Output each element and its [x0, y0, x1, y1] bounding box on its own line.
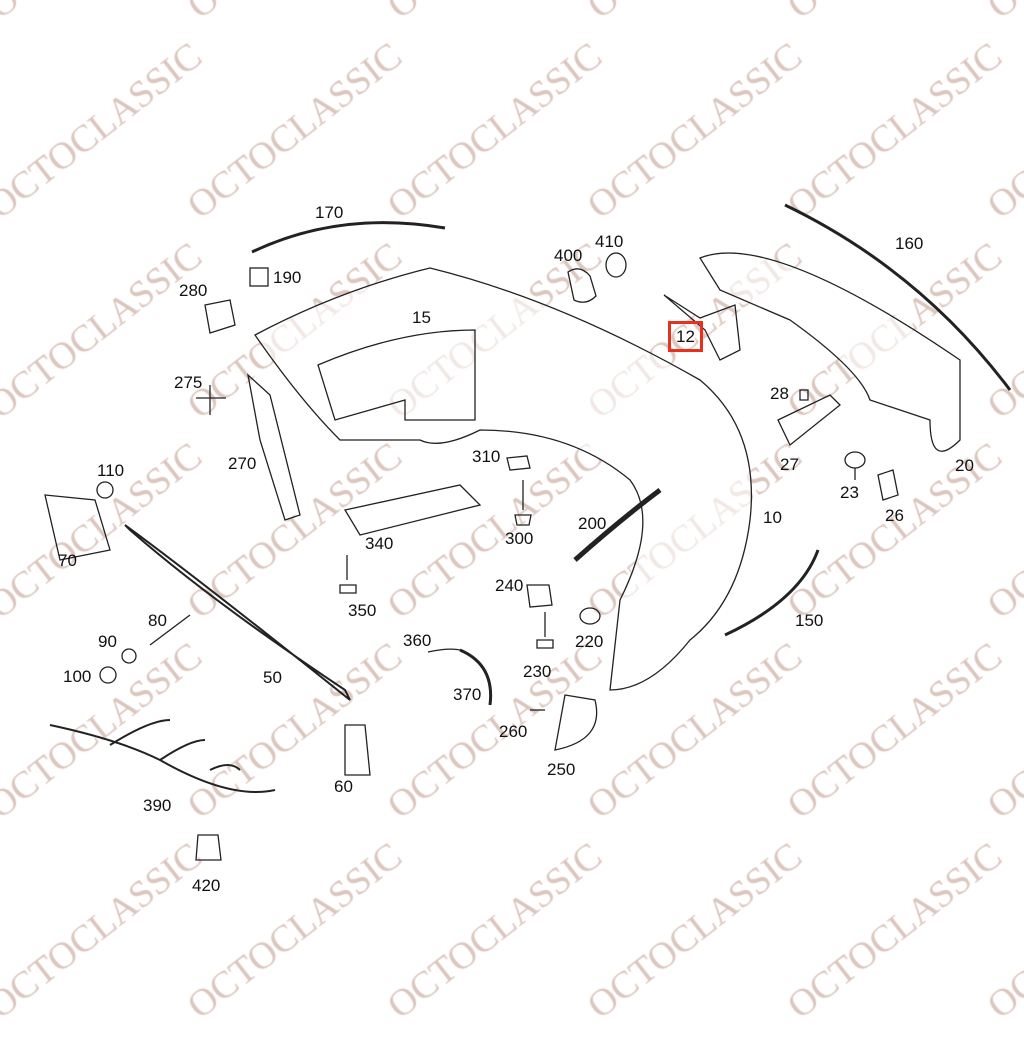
part-250-liner — [554, 694, 598, 751]
part-label-250[interactable]: 250 — [547, 760, 576, 779]
part-410-ring — [605, 252, 627, 278]
part-label-300[interactable]: 300 — [505, 529, 534, 548]
part-label-60[interactable]: 60 — [334, 777, 353, 796]
part-15-bumper-cover — [254, 267, 753, 691]
part-110-nut — [96, 481, 114, 499]
part-label-70[interactable]: 70 — [58, 551, 77, 570]
part-220-nut — [579, 607, 601, 625]
part-label-170[interactable]: 170 — [315, 203, 344, 222]
part-50-absorber — [124, 524, 351, 701]
part-60-bracket — [344, 724, 371, 776]
part-label-90[interactable]: 90 — [98, 632, 117, 651]
part-label-26[interactable]: 26 — [885, 506, 904, 525]
part-label-80[interactable]: 80 — [148, 611, 167, 630]
part-label-27[interactable]: 27 — [780, 455, 799, 474]
part-150-strip — [724, 549, 820, 637]
part-270-bracket — [247, 373, 301, 521]
part-230-bolt — [536, 612, 554, 649]
part-27-bracket — [777, 394, 841, 447]
part-label-28[interactable]: 28 — [770, 384, 789, 403]
part-370-liner — [459, 648, 493, 706]
part-100-nut — [99, 666, 117, 684]
part-15-cutout — [317, 329, 476, 421]
part-label-410[interactable]: 410 — [595, 232, 624, 251]
part-label-160[interactable]: 160 — [895, 234, 924, 253]
part-400-sensor — [567, 268, 597, 303]
part-280-clip — [204, 299, 236, 334]
part-label-340[interactable]: 340 — [365, 534, 394, 553]
part-12-bracket — [663, 294, 741, 361]
part-label-100[interactable]: 100 — [63, 667, 92, 686]
part-label-280[interactable]: 280 — [179, 281, 208, 300]
part-label-220[interactable]: 220 — [575, 632, 604, 651]
part-80-bolt — [149, 614, 191, 646]
part-300-bolt — [514, 480, 532, 526]
part-90-washer — [121, 648, 137, 664]
part-label-400[interactable]: 400 — [554, 246, 583, 265]
part-label-15[interactable]: 15 — [412, 308, 431, 327]
part-170-strip — [251, 221, 446, 254]
part-label-275[interactable]: 275 — [174, 373, 203, 392]
part-200-strip — [573, 488, 662, 562]
part-420-clip — [195, 834, 222, 861]
part-350-bolt — [339, 555, 357, 594]
part-label-370[interactable]: 370 — [453, 685, 482, 704]
part-label-270[interactable]: 270 — [228, 454, 257, 473]
part-label-420[interactable]: 420 — [192, 876, 221, 895]
part-label-190[interactable]: 190 — [273, 268, 302, 287]
part-label-10[interactable]: 10 — [763, 508, 782, 527]
part-70-bracket — [44, 494, 111, 561]
part-160-strip — [784, 203, 1012, 391]
part-28-bolt — [799, 389, 809, 401]
part-190-clip — [249, 267, 269, 287]
part-label-23[interactable]: 23 — [840, 483, 859, 502]
part-26-clip — [877, 469, 899, 501]
part-label-230[interactable]: 230 — [523, 662, 552, 681]
part-23-bolt — [844, 451, 866, 480]
part-390-harness — [49, 719, 276, 793]
part-label-12-highlighted[interactable]: 12 — [668, 321, 703, 352]
part-label-240[interactable]: 240 — [495, 576, 524, 595]
part-label-150[interactable]: 150 — [795, 611, 824, 630]
part-label-200[interactable]: 200 — [578, 514, 607, 533]
part-160-diffuser — [699, 252, 961, 452]
part-label-310[interactable]: 310 — [472, 447, 501, 466]
part-label-50[interactable]: 50 — [263, 668, 282, 687]
part-240-clip — [526, 584, 553, 608]
part-label-110[interactable]: 110 — [97, 461, 125, 480]
part-label-350[interactable]: 350 — [348, 601, 377, 620]
part-label-390[interactable]: 390 — [143, 796, 172, 815]
part-label-20[interactable]: 20 — [955, 456, 974, 475]
part-label-260[interactable]: 260 — [499, 722, 528, 741]
part-340-panel — [343, 484, 482, 536]
part-310-clip — [506, 455, 531, 471]
part-label-360[interactable]: 360 — [403, 631, 432, 650]
part-275-bolt — [196, 385, 226, 415]
